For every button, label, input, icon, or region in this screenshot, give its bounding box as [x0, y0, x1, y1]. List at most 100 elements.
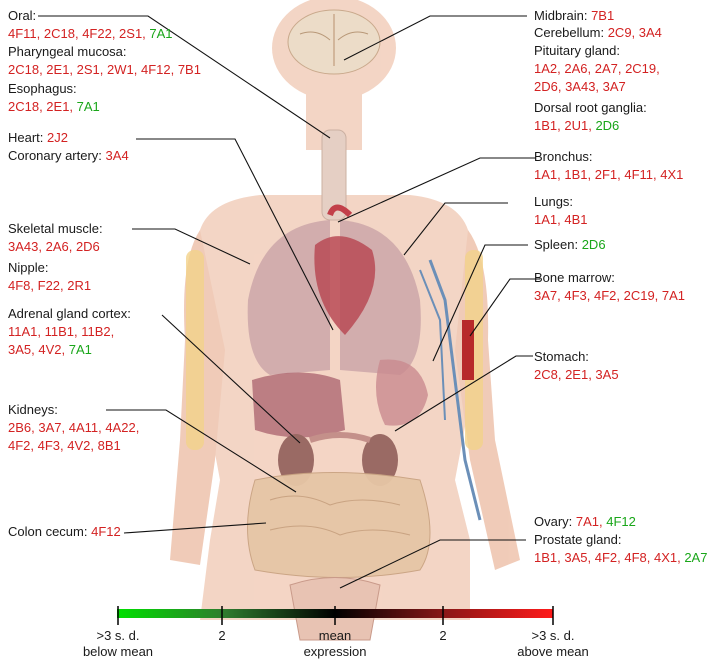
gene-list-high: 3A7, 4F3, 4F2, 2C19, 7A1 [534, 288, 686, 303]
label-line: Oral: [8, 7, 173, 25]
label-line: Cerebellum: 2C9, 3A4 [534, 24, 662, 42]
label-line: 1A1, 4B1 [534, 211, 588, 229]
label-line: Heart: 2J2 [8, 129, 129, 147]
label-line: 1B1, 3A5, 4F2, 4F8, 4X1, 2A7 [534, 549, 707, 567]
label-lungs: Lungs:1A1, 4B1 [534, 193, 588, 229]
organ-name: Ovary: [534, 514, 576, 529]
label-line: Esophagus: [8, 80, 100, 98]
label-line: Lungs: [534, 193, 588, 211]
organ-name: Pharyngeal mucosa: [8, 44, 127, 59]
label-pharyngeal-mucosa: Pharyngeal mucosa: 2C18, 2E1, 2S1, 2W1, 4… [8, 43, 201, 79]
label-oral: Oral: 4F11, 2C18, 4F22, 2S1, 7A1 [8, 7, 173, 43]
label-line: 4F2, 4F3, 4V2, 8B1 [8, 437, 139, 455]
label-line: 1A1, 1B1, 2F1, 4F11, 4X1 [534, 166, 683, 184]
gene-list-high: 4F8, F22, 2R1 [8, 278, 92, 293]
gene-list-high: 2C18, 2E1, 2S1, 2W1, 4F12, 7B1 [8, 62, 201, 77]
gene-list-low: 7A1 [149, 26, 173, 41]
gene-list-high: 7A1, [575, 514, 607, 529]
label-line: Bone marrow: [534, 269, 685, 287]
gene-list-high: 2J2 [47, 130, 68, 145]
label-line: Prostate gland: [534, 531, 707, 549]
gene-list-high: 2C8, 2E1, 3A5 [534, 367, 619, 382]
label-line: Pituitary gland: [534, 42, 660, 60]
label-line: 1A2, 2A6, 2A7, 2C19, [534, 60, 660, 78]
organ-name: Spleen: [534, 237, 582, 252]
label-midbrain: Midbrain: 7B1 [534, 7, 614, 25]
organ-name: Coronary artery: [8, 148, 106, 163]
label-line: 1B1, 2U1, 2D6 [534, 117, 647, 135]
label-kidneys: Kidneys: 2B6, 3A7, 4A11, 4A22, 4F2, 4F3, 4… [8, 401, 139, 455]
organ-name: Esophagus: [8, 81, 77, 96]
gene-list-low: 4F12 [606, 514, 636, 529]
label-spleen: Spleen: 2D6 [534, 236, 606, 254]
organ-name: Oral: [8, 8, 37, 23]
label-pituitary-gland: Pituitary gland:1A2, 2A6, 2A7, 2C19,2D6,… [534, 42, 660, 96]
gene-list-low: 7A1 [68, 342, 92, 357]
label-line: Stomach: [534, 348, 619, 366]
gene-list-high: 3A4 [105, 148, 129, 163]
organ-name: Skeletal muscle: [8, 221, 103, 236]
label-line: 2C18, 2E1, 7A1 [8, 98, 100, 116]
organ-name: Colon cecum: [8, 524, 92, 539]
organ-name: Midbrain: [534, 8, 592, 23]
label-cerebellum: Cerebellum: 2C9, 3A4 [534, 24, 662, 42]
gene-list-high: 1A2, 2A6, 2A7, 2C19, [534, 61, 660, 76]
organ-name: Pituitary gland: [534, 43, 620, 58]
gene-list-high: 4F11, 2C18, 4F22, 2S1, [8, 26, 150, 41]
scale-label-plus2: 2 [439, 628, 447, 643]
organ-name: Dorsal root ganglia: [534, 100, 647, 115]
gene-list-high: 2C18, 2E1, [8, 99, 77, 114]
gene-list-low: 7A1 [76, 99, 100, 114]
gene-list-high: 4F12 [91, 524, 121, 539]
gene-list-high: 2C9, 3A4 [607, 25, 662, 40]
organ-name: Prostate gland: [534, 532, 622, 547]
gene-list-low: 2D6 [581, 237, 606, 252]
label-esophagus: Esophagus: 2C18, 2E1, 7A1 [8, 80, 100, 116]
label-line: Spleen: 2D6 [534, 236, 606, 254]
label-line: Dorsal root ganglia: [534, 99, 647, 117]
scale-label-minus2: 2 [218, 628, 226, 643]
label-line: 4F8, F22, 2R1 [8, 277, 91, 295]
label-line: Kidneys: [8, 401, 139, 419]
label-line: 3A7, 4F3, 4F2, 2C19, 7A1 [534, 287, 685, 305]
label-line: Adrenal gland cortex: [8, 305, 131, 323]
intestine-organ [247, 472, 431, 578]
gene-list-high: 4F2, 4F3, 4V2, 8B1 [8, 438, 121, 453]
label-colon-cecum: Colon cecum: 4F12 [8, 523, 121, 541]
gene-list-high: 7B1 [591, 8, 615, 23]
label-bronchus: Bronchus:1A1, 1B1, 2F1, 4F11, 4X1 [534, 148, 683, 184]
label-dorsal-root-ganglia: Dorsal root ganglia: 1B1, 2U1, 2D6 [534, 99, 647, 135]
organ-name: Nipple: [8, 260, 49, 275]
organ-name: Cerebellum: [534, 25, 608, 40]
gene-list-high: 1A1, 1B1, 2F1, 4F11, 4X1 [534, 167, 684, 182]
label-line: Colon cecum: 4F12 [8, 523, 121, 541]
label-line: 2C18, 2E1, 2S1, 2W1, 4F12, 7B1 [8, 61, 201, 79]
label-line: 4F11, 2C18, 4F22, 2S1, 7A1 [8, 25, 173, 43]
organ-name: Stomach: [534, 349, 589, 364]
label-line: 2B6, 3A7, 4A11, 4A22, [8, 419, 139, 437]
label-line: Ovary: 7A1, 4F12 [534, 513, 636, 531]
label-line: Coronary artery: 3A4 [8, 147, 129, 165]
organ-name: Bone marrow: [534, 270, 615, 285]
label-nipple: Nipple: 4F8, F22, 2R1 [8, 259, 91, 295]
organ-name: Adrenal gland cortex: [8, 306, 131, 321]
label-line: 2C8, 2E1, 3A5 [534, 366, 619, 384]
label-skeletal-muscle: Skeletal muscle: 3A43, 2A6, 2D6 [8, 220, 103, 256]
organ-name: Kidneys: [8, 402, 58, 417]
gene-list-low: 2A7 [684, 550, 708, 565]
label-line: 3A5, 4V2, 7A1 [8, 341, 131, 359]
label-stomach: Stomach: 2C8, 2E1, 3A5 [534, 348, 619, 384]
label-prostate-gland: Prostate gland: 1B1, 3A5, 4F2, 4F8, 4X1, … [534, 531, 707, 567]
scale-label-below: >3 s. d.below mean [82, 628, 154, 659]
label-line: Midbrain: 7B1 [534, 7, 614, 25]
label-line: Pharyngeal mucosa: [8, 43, 201, 61]
gene-list-high: 3A43, 2A6, 2D6 [8, 239, 100, 254]
gene-list-high: 1B1, 3A5, 4F2, 4F8, 4X1, [534, 550, 685, 565]
label-ovary: Ovary: 7A1, 4F12 [534, 513, 636, 531]
label-bone-marrow: Bone marrow: 3A7, 4F3, 4F2, 2C19, 7A1 [534, 269, 685, 305]
gene-list-high: 2B6, 3A7, 4A11, 4A22, [8, 420, 140, 435]
gene-list-high: 1B1, 2U1, [534, 118, 596, 133]
